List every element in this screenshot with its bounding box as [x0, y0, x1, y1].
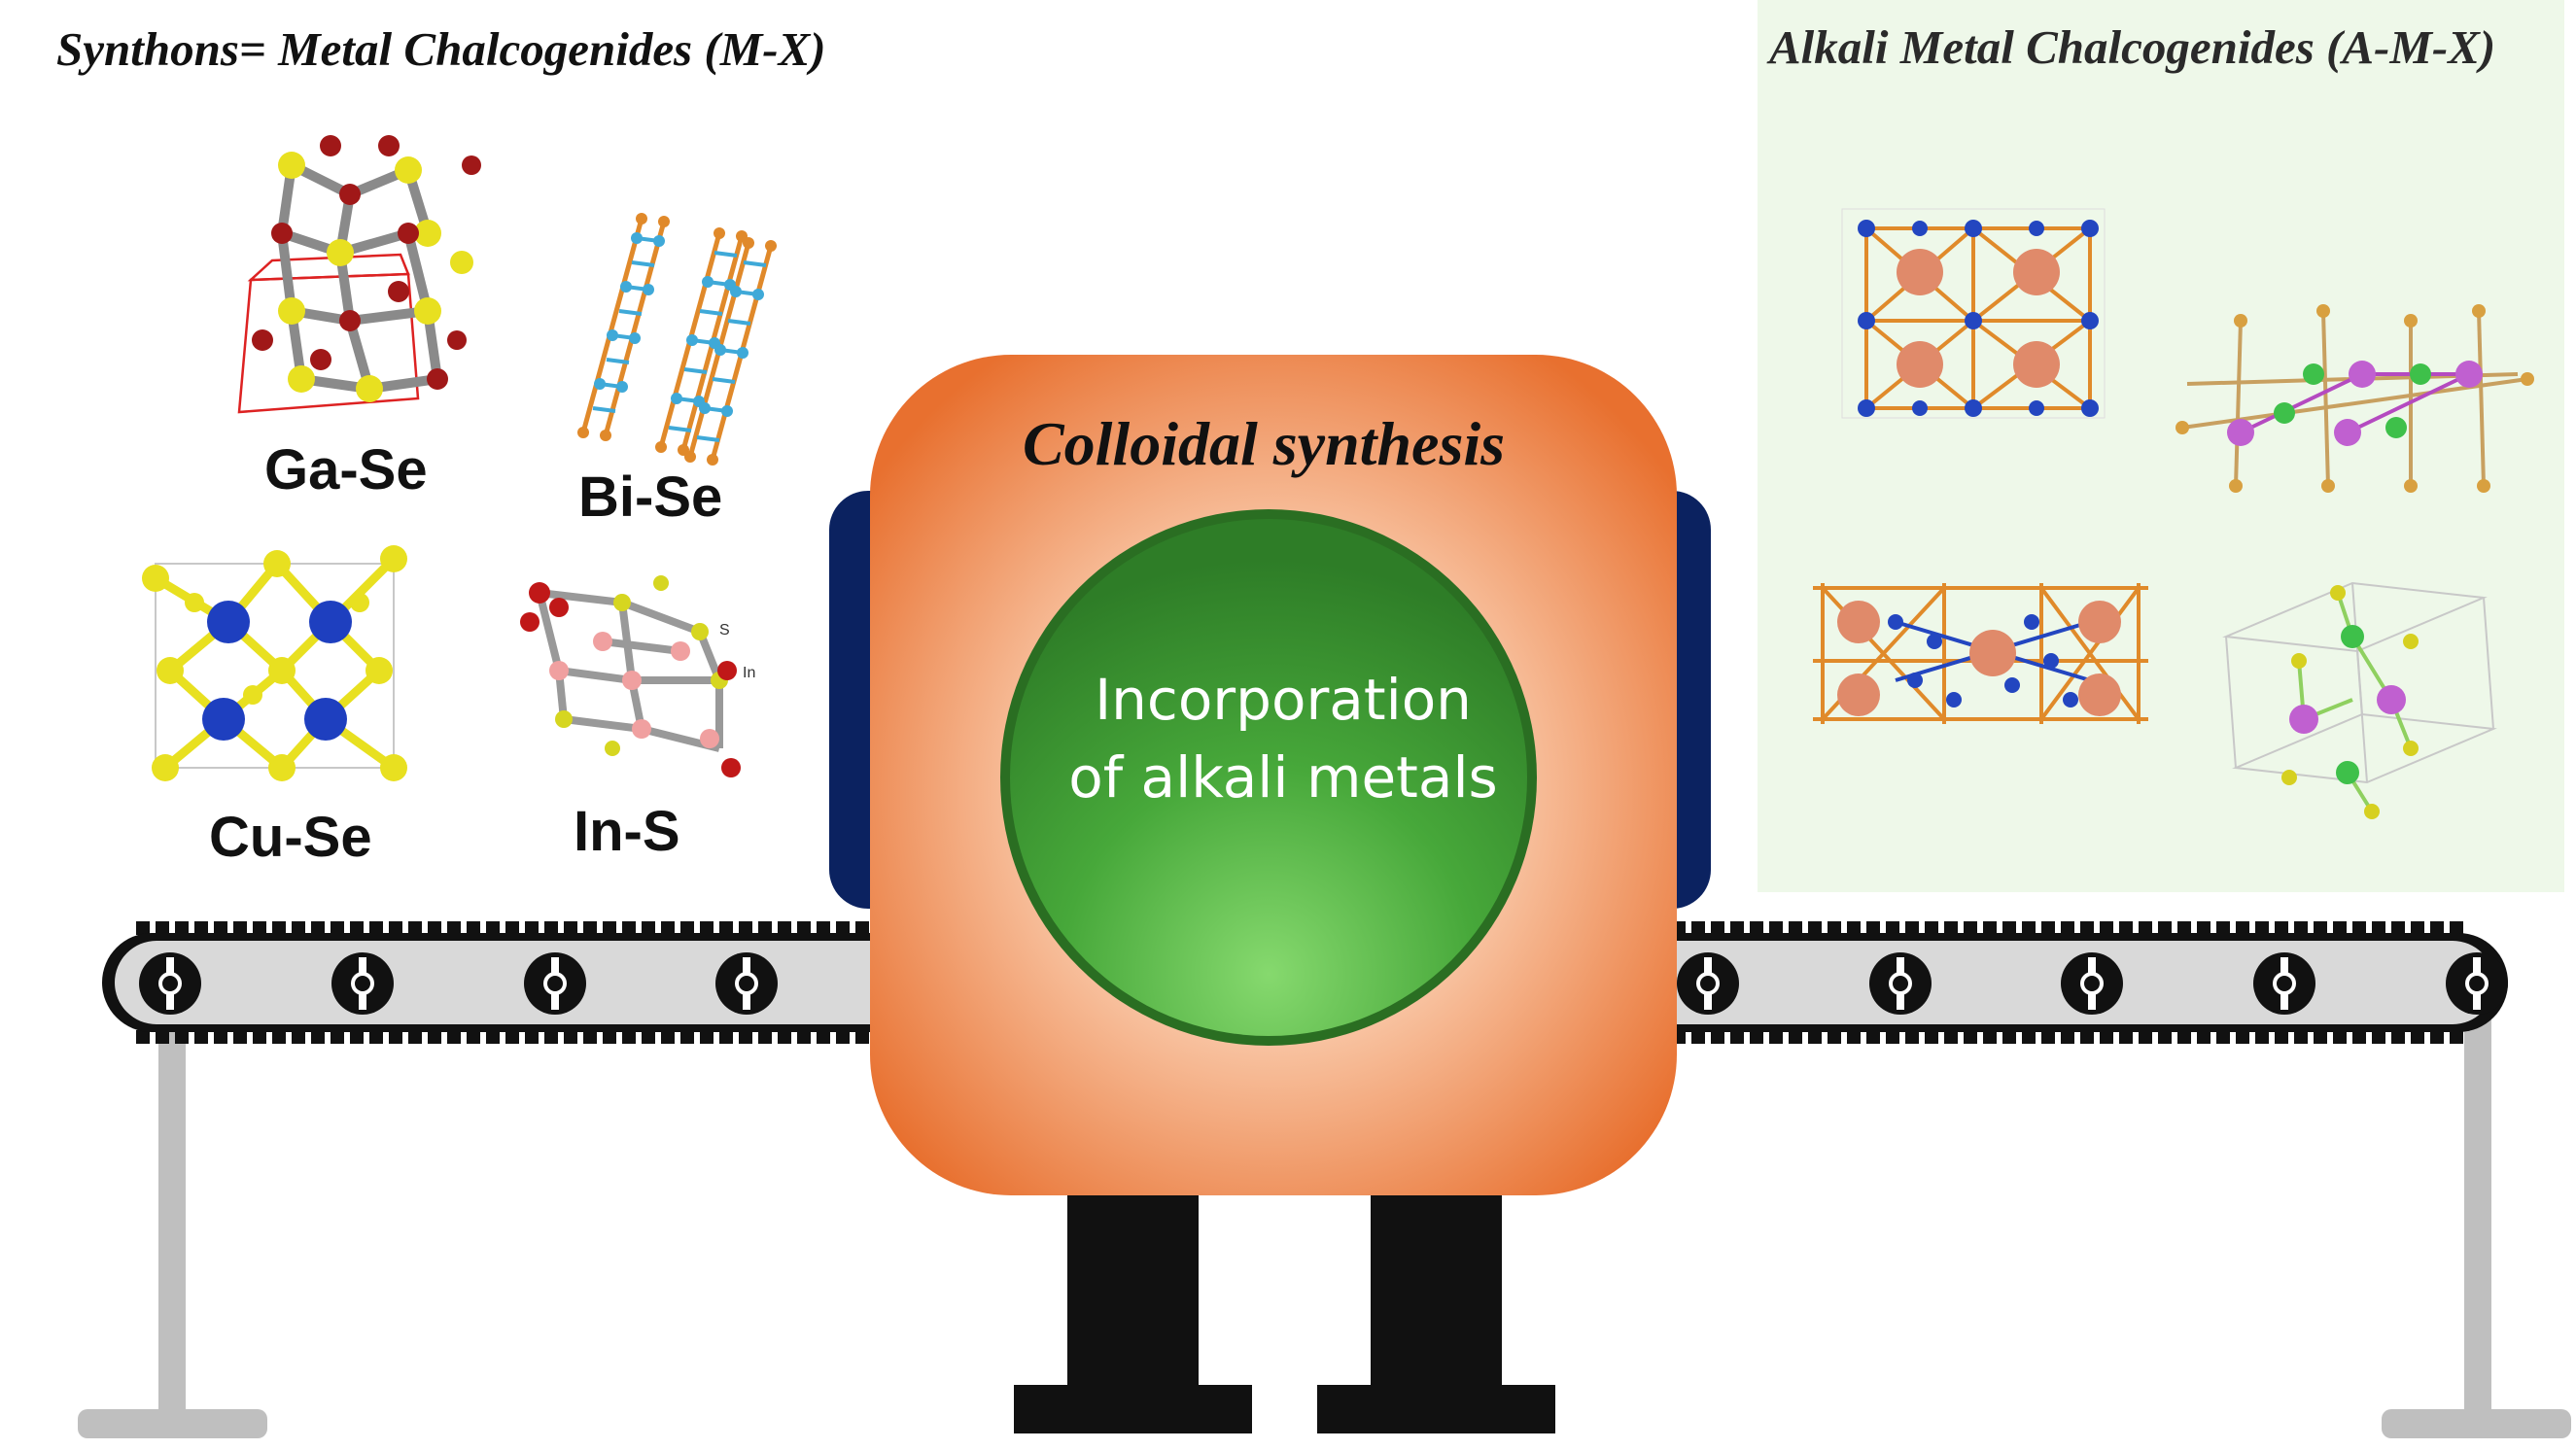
label-in-s: In-S	[574, 800, 680, 863]
amx-structure-2	[2176, 304, 2534, 493]
conveyor-rollers	[139, 952, 2508, 1015]
in-s-atom-label-s: S	[719, 622, 730, 639]
conveyor-supports	[78, 1006, 2571, 1438]
in-s-structure	[520, 575, 741, 777]
label-cu-se: Cu-Se	[209, 806, 372, 869]
left-panel-title: Synthons= Metal Chalcogenides (M-X)	[56, 22, 826, 76]
alkali-core-fill	[1010, 519, 1527, 1036]
ga-se-structure	[237, 135, 481, 414]
label-ga-se: Ga-Se	[264, 438, 428, 501]
cu-se-structure	[142, 545, 407, 781]
bi-se-structure	[577, 213, 777, 466]
right-panel-background	[1758, 0, 2564, 892]
in-s-atom-label-in: In	[743, 665, 756, 681]
amx-structure-1	[1841, 208, 2106, 419]
amx-structure-3	[1813, 583, 2148, 724]
machine-title: Colloidal synthesis	[1022, 409, 1506, 478]
label-bi-se: Bi-Se	[578, 466, 723, 529]
machine-legs	[1014, 1191, 1555, 1433]
amx-structure-4	[2222, 581, 2497, 819]
right-panel-title: Alkali Metal Chalcogenides (A-M-X)	[1769, 20, 2496, 74]
core-text: Incorporation of alkali metals	[1068, 667, 1498, 811]
